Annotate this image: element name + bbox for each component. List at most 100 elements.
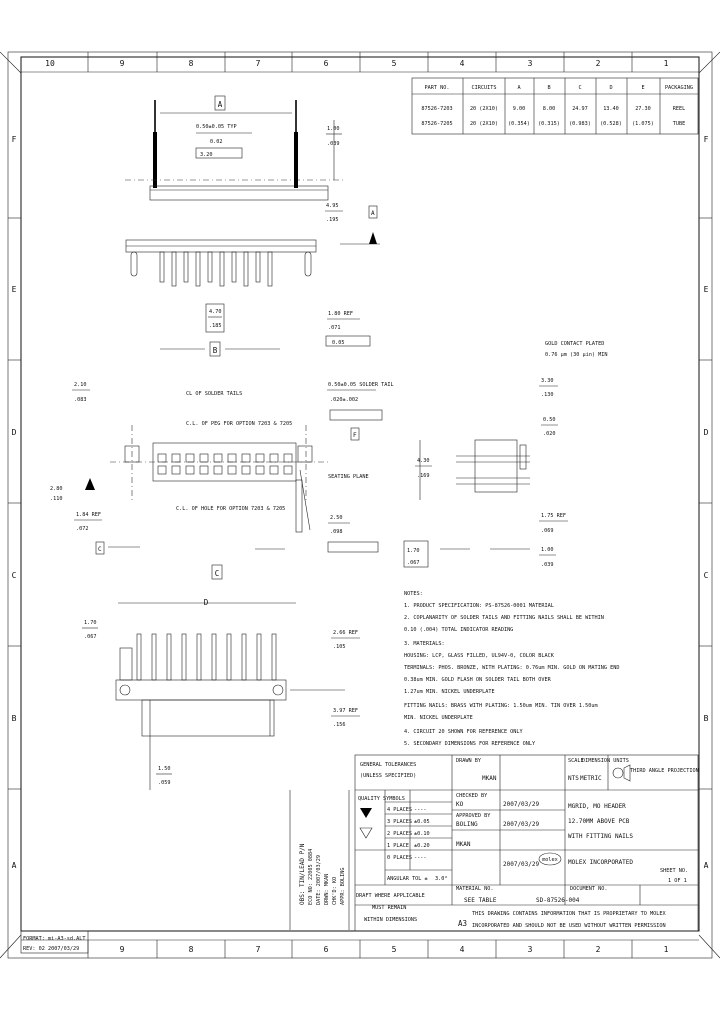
zone-col-9-bottom: 9 bbox=[120, 945, 125, 954]
note-line: 2. COPLANARITY OF SOLDER TAILS AND FITTI… bbox=[404, 615, 604, 621]
table-header-circuits: CIRCUITS bbox=[472, 85, 497, 91]
zone-row-a-right: A bbox=[704, 861, 709, 870]
dim-020: .020 bbox=[543, 431, 556, 437]
angular-tol-value: 3.0° bbox=[435, 876, 448, 882]
note-line: 4. CIRCUIT 20 SHOWN FOR REFERENCE ONLY bbox=[404, 729, 524, 735]
dim-1-00: 1.00 bbox=[327, 126, 340, 132]
gold-contact: GOLD CONTACT PLATED bbox=[545, 341, 604, 347]
checked-by-label: CHECKED BY bbox=[456, 793, 488, 799]
dim-e2: 1.00 bbox=[541, 547, 554, 553]
dim-059: .059 bbox=[158, 780, 171, 786]
tol-row-value: ±0.05 bbox=[414, 819, 430, 825]
tol-row-label: 4 PLACES bbox=[387, 807, 412, 813]
proprietary-line-1: THIS DRAWING CONTAINS INFORMATION THAT I… bbox=[472, 911, 667, 917]
zone-col-2: 2 bbox=[596, 59, 601, 68]
zone-row-b-right: B bbox=[704, 714, 709, 723]
note-line: 1. PRODUCT SPECIFICATION: PS-87526-0001 … bbox=[404, 603, 554, 609]
dim-2-50: 2.50 bbox=[330, 515, 343, 521]
dim-1-70: 1.70 bbox=[84, 620, 97, 626]
pad-grid bbox=[110, 425, 330, 500]
dim-b-letter: B bbox=[213, 346, 218, 355]
zone-row-c-right: C bbox=[704, 571, 709, 580]
dim-e2-in: .039 bbox=[541, 562, 554, 568]
notes-title: NOTES: bbox=[404, 591, 423, 597]
dim-156: .156 bbox=[333, 722, 346, 728]
tol-row-label: 1 PLACE bbox=[387, 843, 409, 849]
zone-col-6: 6 bbox=[324, 59, 329, 68]
document-label: DOCUMENT NO. bbox=[570, 886, 607, 892]
note-line: 1.27um MIN. NICKEL UNDERPLATE bbox=[404, 689, 495, 695]
tol-row-label: 3 PLACES bbox=[387, 819, 412, 825]
checked-by: KO bbox=[456, 801, 464, 808]
dim-4-95: 4.95 bbox=[326, 203, 339, 209]
note-line: 0.38um MIN. GOLD FLASH ON SOLDER TAIL BO… bbox=[404, 677, 552, 683]
dim-4-30: 4.30 bbox=[417, 458, 430, 464]
zone-col-7-bottom: 7 bbox=[256, 945, 261, 954]
zone-column-labels-top: 10 9 8 7 6 5 4 3 2 1 bbox=[45, 59, 668, 68]
material-label: MATERIAL NO. bbox=[456, 886, 493, 892]
zone-col-4: 4 bbox=[460, 59, 465, 68]
zone-col-1: 1 bbox=[664, 59, 669, 68]
tol-row-label: 0 PLACES bbox=[387, 855, 412, 861]
cl-peg: C.L. OF PEG FOR OPTION 7203 & 7205 bbox=[186, 421, 292, 427]
table-cell: TUBE bbox=[673, 121, 686, 127]
quality-symbols: QUALITY SYMBOLS bbox=[358, 796, 405, 802]
dimension-units-label: DIMENSION UNITS bbox=[582, 758, 629, 764]
dim-a-letter: A bbox=[218, 100, 223, 109]
table-cell: 27.30 bbox=[635, 106, 651, 112]
zone-row-e: E bbox=[12, 285, 17, 294]
dim-1-84: 1.84 REF bbox=[76, 512, 101, 518]
zone-row-f-right: F bbox=[704, 135, 709, 144]
table-header-a: A bbox=[517, 85, 521, 91]
zone-col-5-bottom: 5 bbox=[392, 945, 397, 954]
table-cell: 13.40 bbox=[603, 106, 619, 112]
footer-format-info: FORMAT: mi-A3-sd.ALT REV: 02 2007/03/29 bbox=[20, 930, 89, 954]
obs-line-5: CHK'D: KO bbox=[332, 877, 338, 905]
table-cell: 87526-7203 bbox=[421, 106, 452, 112]
side-view: GOLD CONTACT PLATED 0.76 μm (30 μin) MIN… bbox=[403, 341, 607, 568]
zone-row-b: B bbox=[12, 714, 17, 723]
dim-2-10: 2.10 bbox=[74, 382, 87, 388]
drawing-title-line-3: WITH FITTING NAILS bbox=[568, 833, 633, 840]
dim-039: .039 bbox=[327, 141, 340, 147]
company-name: MOLEX INCORPORATED bbox=[568, 859, 633, 866]
dim-069: .069 bbox=[541, 528, 554, 534]
end-pins bbox=[119, 633, 277, 681]
molex-logo: molex bbox=[538, 852, 562, 866]
scale-label: SCALE bbox=[568, 758, 584, 764]
projection-symbol-icon bbox=[612, 764, 631, 782]
draft-note-1: DRAFT WHERE APPLICABLE bbox=[356, 893, 425, 899]
dim-072: .072 bbox=[76, 526, 89, 532]
zone-row-d-right: D bbox=[704, 428, 709, 437]
general-tolerances: GENERAL TOLERANCES bbox=[360, 762, 416, 768]
table-cell: (1.075) bbox=[632, 121, 654, 127]
format-rev: REV: 02 2007/03/29 bbox=[23, 946, 79, 952]
zone-col-3-bottom: 3 bbox=[528, 945, 533, 954]
note-line: TERMINALS: PHOS. BRONZE, WITH PLATING: 0… bbox=[404, 665, 620, 671]
drawing-title-line-2: 12.70MM ABOVE PCB bbox=[568, 818, 630, 825]
table-cell: (0.315) bbox=[538, 121, 560, 127]
zone-col-2-bottom: 2 bbox=[596, 945, 601, 954]
zone-row-a: A bbox=[12, 861, 17, 870]
drawn-by: MKAN bbox=[482, 775, 497, 782]
dim-195: .195 bbox=[326, 217, 339, 223]
drawing-title-line-1: MGRID, MO HEADER bbox=[568, 803, 626, 810]
zone-column-labels-bottom: 9 8 7 6 5 4 3 2 1 bbox=[120, 945, 669, 954]
dim-bottom-in: .067 bbox=[407, 560, 420, 566]
dim-solder-tail: 0.50±0.05 SOLDER TAIL bbox=[328, 382, 394, 388]
zone-row-d: D bbox=[12, 428, 17, 437]
pin-row bbox=[130, 251, 312, 287]
table-cell: REEL bbox=[673, 106, 686, 112]
datum-f: F bbox=[353, 432, 357, 439]
obs-line-4: DRWN: MKAN bbox=[324, 874, 330, 905]
dim-2-66: 2.66 REF bbox=[333, 630, 358, 636]
draft-note-2: MUST REMAIN bbox=[372, 905, 406, 911]
end-view: D 1.70 .067 2.66 REF .105 3.97 REF .156 bbox=[82, 598, 360, 790]
approved-by: BOLING bbox=[456, 821, 478, 828]
document-number: SD-87526-004 bbox=[536, 897, 580, 904]
sheet-size: A3 bbox=[458, 919, 467, 928]
dim-3-30: 3.30 bbox=[541, 378, 554, 384]
zone-row-f: F bbox=[12, 135, 17, 144]
proprietary-line-2: INCORPORATED AND SHOULD NOT BE USED WITH… bbox=[472, 923, 666, 929]
